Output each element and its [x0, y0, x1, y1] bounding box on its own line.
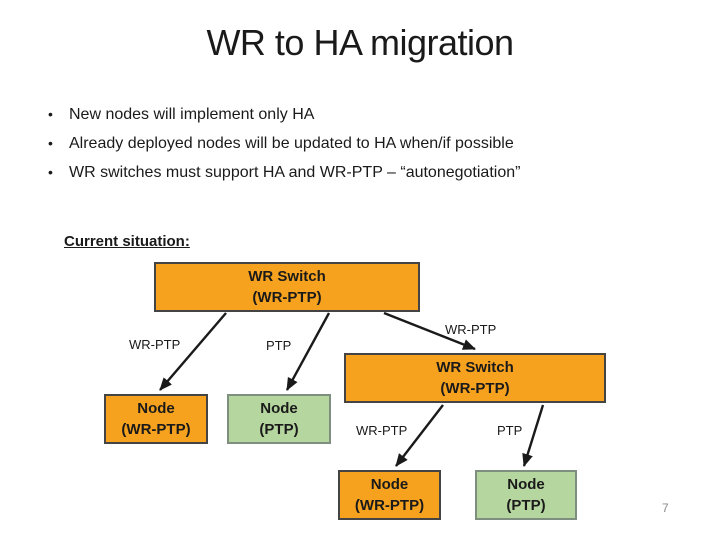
box-node-ptp-left: Node (PTP)	[227, 394, 331, 444]
bullet-item: • WR switches must support HA and WR-PTP…	[48, 158, 520, 187]
bullet-marker: •	[48, 106, 53, 122]
page-number: 7	[662, 501, 669, 515]
box-node-ptp-right: Node (PTP)	[475, 470, 577, 520]
edge-label-wrptp-sub-left: WR-PTP	[356, 423, 408, 438]
box-wr-switch-top: WR Switch (WR-PTP)	[154, 262, 420, 312]
bullet-item: • New nodes will implement only HA	[48, 100, 520, 129]
slide-title: WR to HA migration	[206, 22, 514, 63]
bullet-text: New nodes will implement only HA	[69, 106, 315, 123]
box-node-wrptp-right: Node (WR-PTP)	[338, 470, 441, 520]
bullet-list: • New nodes will implement only HA • Alr…	[48, 100, 520, 187]
edge-label-wrptp-top-right: WR-PTP	[445, 322, 497, 337]
bullet-marker: •	[48, 164, 53, 180]
bullet-text: Already deployed nodes will be updated t…	[69, 135, 514, 152]
box-wr-switch-right: WR Switch (WR-PTP)	[344, 353, 606, 403]
edge-label-wrptp-top-left: WR-PTP	[129, 337, 181, 352]
bullet-marker: •	[48, 135, 53, 151]
bullet-item: • Already deployed nodes will be updated…	[48, 129, 520, 158]
edge-label-ptp-top-mid: PTP	[266, 338, 292, 353]
bullet-text: WR switches must support HA and WR-PTP –…	[69, 164, 521, 181]
edge-label-ptp-sub-right: PTP	[497, 423, 523, 438]
section-label-current-situation: Current situation:	[64, 233, 190, 250]
box-node-wrptp-left: Node (WR-PTP)	[104, 394, 208, 444]
edge-topswitch-to-node-ptp	[285, 312, 331, 391]
edge-rightswitch-to-node-ptp	[522, 404, 545, 467]
